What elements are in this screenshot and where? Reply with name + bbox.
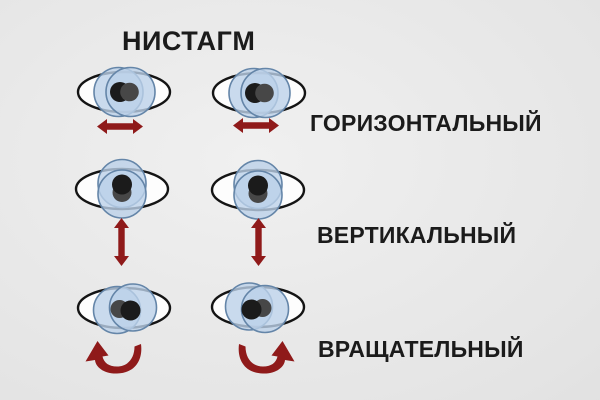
diagram-title: НИСТАГМ: [122, 26, 256, 56]
eye-rotational-right: [210, 282, 306, 334]
label-horizontal: ГОРИЗОНТАЛЬНЫЙ: [310, 110, 542, 136]
eye-vertical-left: [74, 158, 170, 219]
horizontal-arrow-icon-left: [97, 119, 143, 134]
vertical-arrow-icon-left: [114, 218, 129, 266]
eye-horizontal-right: [211, 67, 307, 119]
horizontal-arrow-icon-right: [233, 118, 279, 133]
eye-rotational-left: [76, 283, 172, 335]
vertical-arrow-icon-right: [251, 218, 266, 266]
label-rotational: ВРАЩАТЕЛЬНЫЙ: [318, 336, 524, 362]
label-vertical: ВЕРТИКАЛЬНЫЙ: [317, 222, 517, 248]
rotation-arrow-icon-right: [238, 341, 295, 374]
rotation-arrow-icon-left: [85, 341, 142, 374]
eye-horizontal-left: [76, 66, 172, 118]
eye-vertical-right: [210, 159, 306, 220]
